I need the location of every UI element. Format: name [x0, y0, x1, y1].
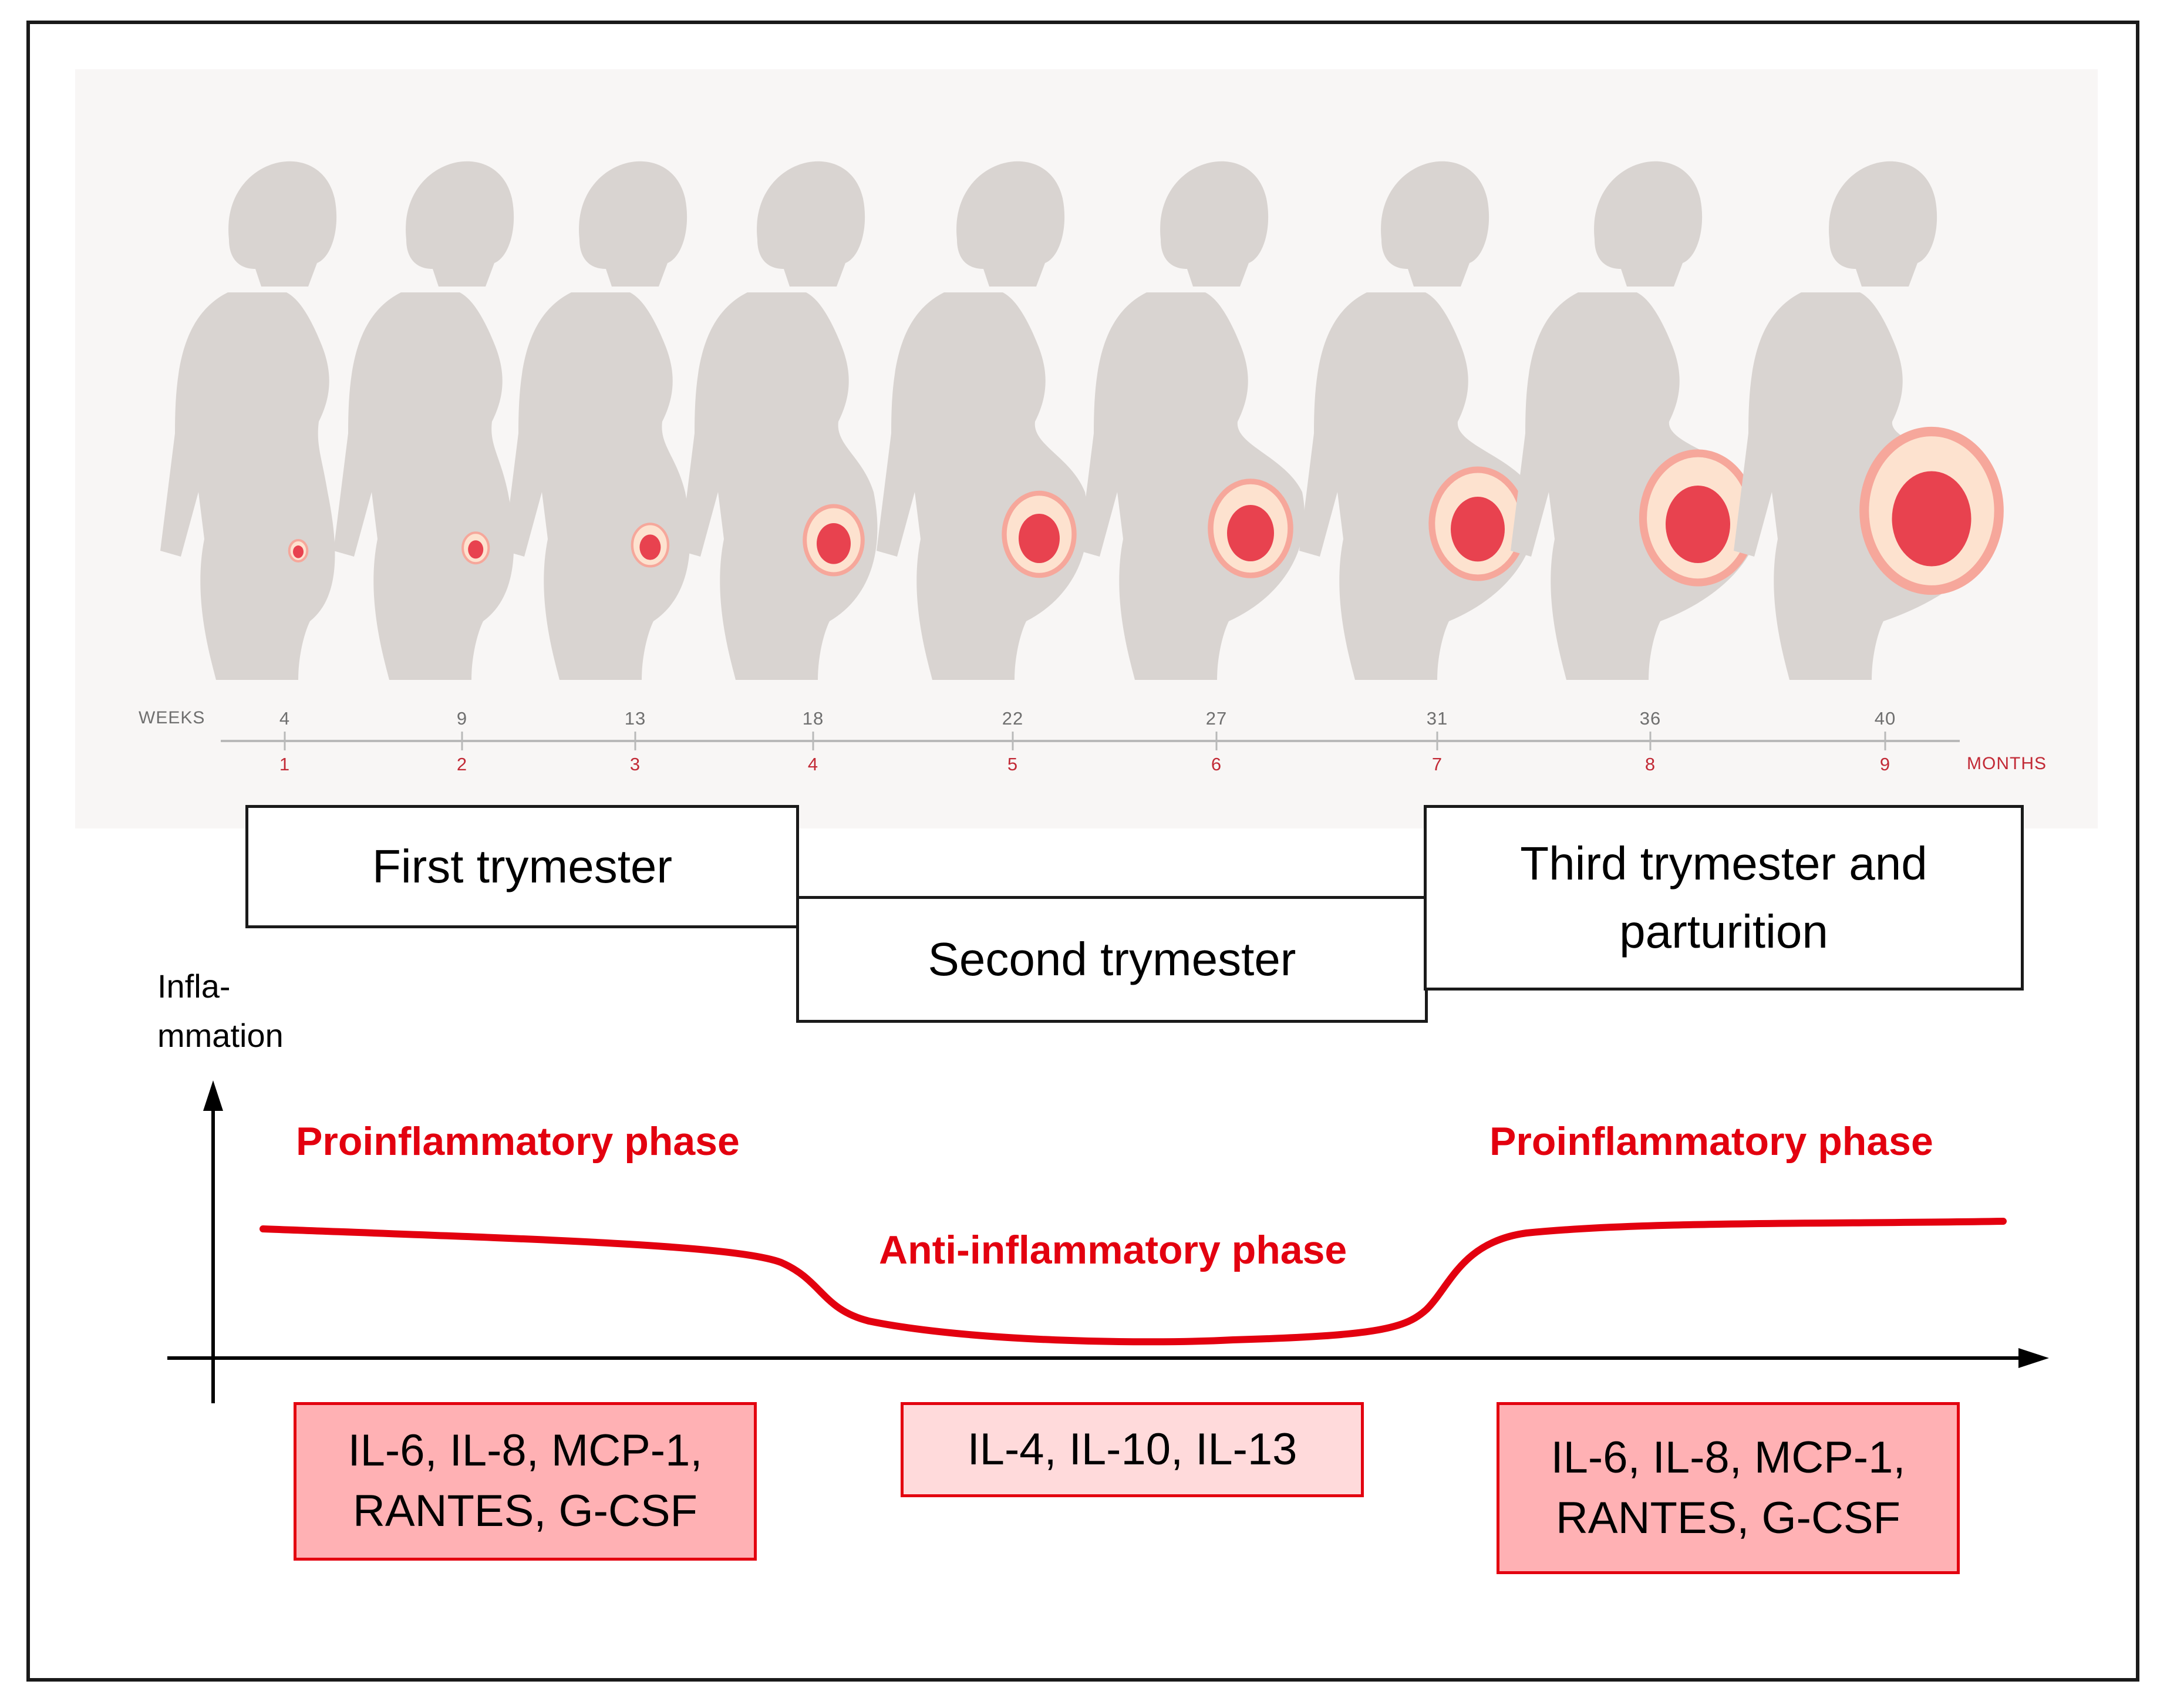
month-tick-label: 7	[1431, 754, 1443, 774]
pregnant-woman-silhouette	[1079, 161, 1305, 680]
week-tick-label: 4	[279, 708, 291, 729]
third-trimester-label-line1: Third trymester and	[1520, 837, 1927, 890]
right-cytokines-line1: IL-6, IL-8, MCP-1,	[1551, 1432, 1906, 1483]
head-shape	[956, 161, 1065, 287]
pregnant-woman-silhouette	[877, 161, 1088, 680]
week-tick-label: 18	[802, 708, 824, 729]
second-trimester-box: Second trymester	[796, 896, 1428, 1023]
left-cytokine-box: IL-6, IL-8, MCP-1, RANTES, G-CSF	[294, 1402, 757, 1561]
body-shape	[680, 292, 878, 680]
week-tick-label: 27	[1205, 708, 1228, 729]
silhouettes-layer	[160, 161, 2004, 750]
fetus-shape	[468, 540, 484, 559]
left-cytokines-line1: IL-6, IL-8, MCP-1,	[348, 1426, 703, 1476]
head-shape	[406, 161, 514, 287]
body-shape	[160, 292, 335, 680]
fetus-shape	[1019, 514, 1060, 563]
inflammation-curve	[259, 1218, 2007, 1346]
pregnant-woman-silhouette	[504, 161, 690, 680]
fetus-shape	[1451, 497, 1505, 562]
x-axis-arrowhead	[2018, 1348, 2049, 1368]
y-axis-title-line2: mmation	[157, 1017, 284, 1054]
week-tick-label: 31	[1426, 708, 1448, 729]
y-axis-title: Infla- mmation	[157, 962, 284, 1060]
pregnancy-illustration: WEEKS MONTHS 4 9 13 18 22 27 31 36 40 1 …	[75, 69, 2098, 828]
second-trimester-label: Second trymester	[928, 933, 1296, 985]
body-shape	[877, 292, 1088, 680]
third-trimester-label-line2: parturition	[1619, 905, 1828, 958]
pregnant-woman-silhouette	[1299, 161, 1536, 680]
y-axis-title-line1: Infla-	[157, 968, 231, 1005]
month-tick-label: 9	[1879, 754, 1891, 774]
left-cytokines-line2: RANTES, G-CSF	[353, 1486, 697, 1536]
head-shape	[1160, 161, 1269, 287]
month-tick-label: 5	[1007, 754, 1019, 774]
pregnant-woman-silhouette	[1511, 161, 1762, 680]
month-tick-label: 4	[807, 754, 819, 774]
fetus-shape	[1892, 471, 1971, 567]
fetus-shape	[1666, 486, 1730, 563]
middle-cytokines: IL-4, IL-10, IL-13	[967, 1424, 1297, 1474]
right-cytokine-box: IL-6, IL-8, MCP-1, RANTES, G-CSF	[1497, 1402, 1960, 1574]
months-label: MONTHS	[1967, 754, 2047, 773]
fetus-shape	[1227, 505, 1274, 561]
body-shape	[1299, 292, 1536, 680]
month-tick-label: 6	[1211, 754, 1222, 774]
week-tick-label: 40	[1874, 708, 1896, 729]
week-tick-label: 22	[1002, 708, 1024, 729]
head-shape	[1829, 161, 1937, 287]
month-tick-label: 1	[279, 754, 291, 774]
left-proinflammatory-label: Proinflammatory phase	[296, 1119, 740, 1164]
week-tick-label: 36	[1639, 708, 1662, 729]
first-trimester-label: First trymester	[372, 840, 673, 892]
month-tick-label: 3	[629, 754, 641, 774]
head-shape	[579, 161, 687, 287]
fetus-shape	[293, 545, 304, 558]
first-trimester-box: First trymester	[245, 805, 799, 928]
right-cytokines-line2: RANTES, G-CSF	[1556, 1493, 1900, 1543]
body-shape	[1079, 292, 1305, 680]
week-tick-label: 9	[456, 708, 468, 729]
pregnant-woman-silhouette	[1734, 161, 2004, 680]
third-trimester-box: Third trymester and parturition	[1424, 805, 2024, 991]
month-tick-label: 2	[456, 754, 468, 774]
pregnant-woman-silhouette	[333, 161, 514, 680]
pregnant-woman-silhouette	[680, 161, 878, 680]
anti-inflammatory-label: Anti-inflammatory phase	[879, 1228, 1347, 1272]
week-tick-label: 13	[624, 708, 646, 729]
pregnant-woman-silhouette	[160, 161, 337, 680]
head-shape	[228, 161, 337, 287]
body-shape	[333, 292, 514, 680]
head-shape	[1594, 161, 1703, 287]
figure-frame	[26, 21, 2139, 1682]
fetus-shape	[817, 523, 851, 564]
right-proinflammatory-label: Proinflammatory phase	[1489, 1119, 1933, 1164]
weeks-label: WEEKS	[139, 708, 205, 727]
middle-cytokine-box: IL-4, IL-10, IL-13	[901, 1402, 1364, 1497]
body-shape	[504, 292, 690, 680]
head-shape	[757, 161, 865, 287]
head-shape	[1381, 161, 1489, 287]
y-axis-arrowhead	[203, 1080, 223, 1111]
month-tick-label: 8	[1644, 754, 1656, 774]
fetus-shape	[639, 534, 661, 560]
